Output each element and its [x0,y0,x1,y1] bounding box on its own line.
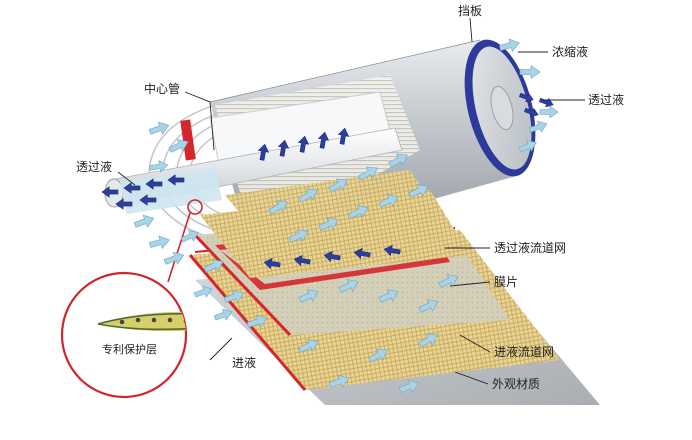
flow-arrow-icon [148,121,170,135]
flow-arrow-icon [223,289,245,303]
permeate-spacer-label: 透过液流道网 [494,241,567,255]
flow-arrow-icon [388,153,408,168]
flow-arrow-icon [498,38,520,52]
flow-arrow-icon [378,194,399,208]
outer-wrap-label: 外观材质 [492,377,541,391]
flow-arrow-icon [398,379,420,393]
permeate-arrow-icon [519,92,534,103]
flow-arrow-icon [163,251,185,265]
feed-spacer-label: 进液流道网 [494,345,555,359]
flow-arrow-icon [298,339,319,353]
flow-arrow-icon [149,160,169,173]
flow-arrow-icon [203,259,224,273]
flow-arrow-icon [180,230,199,243]
flow-arrow-icon [246,314,268,328]
flow-arrow-icon [168,139,189,153]
flow-arrow-icon [539,105,559,119]
permeate-arrow-icon [353,247,371,260]
flow-arrow-icon [418,299,439,313]
sheet-feed-spacer-top [225,170,440,232]
permeate-arrow-icon [257,143,270,161]
concentrate-label: 浓缩液 [552,45,589,59]
permeate-arrow-icon [293,254,311,267]
flow-arrow-icon [213,308,233,321]
baffle-label: 挡板 [458,4,483,18]
permeate-arrow-icon [539,97,554,108]
feed-label: 进液 [232,356,257,370]
permeate-arrow-icon [383,244,401,257]
permeate-arrow-icon [263,257,281,270]
flow-arrow-icon [408,184,429,198]
flow-arrow-icon [318,217,339,231]
permeate-arrow-icon [297,135,310,153]
center-tube-label: 中心管 [144,82,181,96]
flow-arrow-icon [328,178,348,193]
flow-arrow-icon [518,140,537,153]
flow-arrow-icon [348,205,369,219]
permeate-arrow-icon [101,186,119,198]
flow-arrow-icon [438,274,459,288]
permeate-arrow-icon [145,178,163,190]
flow-arrows [101,38,559,393]
flow-arrow-icon [288,229,309,243]
flow-arrow-icon [368,348,388,363]
flow-arrow-icon [358,166,378,181]
permeate-channel [120,168,222,214]
protective-layer-callout [60,199,203,399]
flow-arrow-icon [133,214,155,228]
permeate-arrow-icon [115,198,133,210]
permeate-arrow-icon [323,250,341,263]
permeate-arrow-icon [277,139,290,157]
end-cap [464,39,536,177]
flow-arrow-icon [268,200,288,215]
flow-arrow-icon [298,188,318,203]
flow-arrow-icon [418,333,438,348]
permeate-arrow-icon [337,127,350,145]
protective-layer-label: 专利保护层 [102,343,157,356]
membrane-label: 膜片 [494,275,519,289]
flow-arrow-icon [328,374,350,388]
permeate-label-right: 透过液 [588,93,625,107]
flow-arrow-icon [519,65,541,79]
flow-arrow-icon [298,289,319,303]
leader-lines [117,17,585,385]
permeate-arrow-icon [317,131,330,149]
permeate-arrow-icon [524,107,539,118]
permeate-arrow-icon [139,194,157,206]
flow-arrow-icon [148,235,170,249]
flow-arrow-icon [193,285,213,298]
flow-arrow-icon [378,289,399,303]
permeate-label-left: 透过液 [76,160,113,174]
flow-arrow-icon [528,120,548,133]
flow-arrow-icon [338,279,359,293]
permeate-arrow-icon [167,174,185,186]
permeate-arrow-icon [123,182,141,194]
